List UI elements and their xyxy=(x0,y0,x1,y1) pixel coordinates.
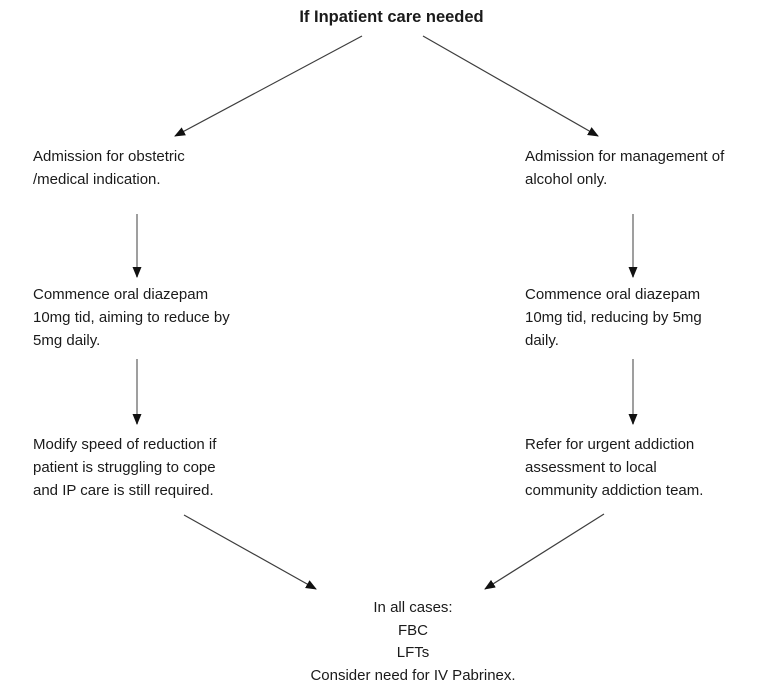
arrow-title-to-left xyxy=(174,35,363,137)
node-right-step2-diazepam: Commence oral diazepam 10mg tid, reducin… xyxy=(525,286,702,349)
node-left-step1-admission: Admission for obstetric /medical indicat… xyxy=(33,148,185,188)
node-right-step1-admission: Admission for management of alcohol only… xyxy=(525,148,725,188)
arrow-title-to-right xyxy=(422,35,599,137)
arrow-right-to-footer xyxy=(484,513,605,590)
node-right-step3-refer-addiction: Refer for urgent addiction assessment to… xyxy=(525,436,704,499)
arrow-left-to-footer xyxy=(183,514,317,590)
flowchart-title: If Inpatient care needed xyxy=(299,8,484,26)
node-footer-all-cases: In all cases: FBC LFTs Consider need for… xyxy=(310,599,516,684)
node-left-step3-modify-reduction: Modify speed of reduction if patient is … xyxy=(33,436,217,499)
node-left-step2-diazepam: Commence oral diazepam 10mg tid, aiming … xyxy=(33,286,230,349)
